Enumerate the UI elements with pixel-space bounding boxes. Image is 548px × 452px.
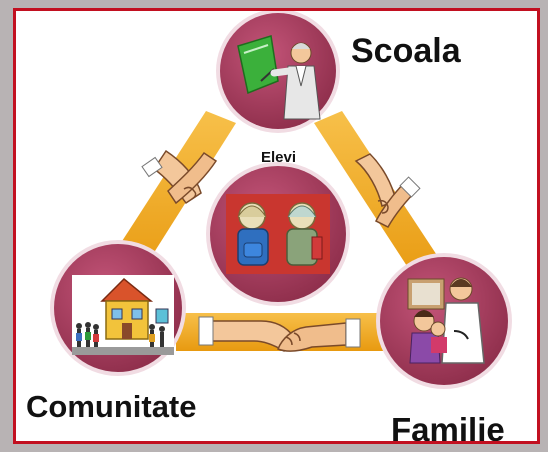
diagram-frame: Scoala Elevi Comunitate Familie [13, 8, 540, 444]
school-circle [216, 11, 340, 133]
teacher-at-board-icon [237, 35, 321, 120]
relationship-diagram [50, 11, 512, 389]
students-with-backpacks-icon [237, 202, 323, 266]
family-with-doctor-icon [407, 277, 485, 364]
handshake-icon [354, 153, 421, 228]
label-family: Familie [391, 411, 505, 444]
label-community: Comunitate [26, 389, 197, 424]
handshake-icon [141, 149, 218, 205]
family-circle [376, 253, 512, 389]
label-students: Elevi [261, 149, 297, 166]
house-with-people-icon [72, 277, 174, 355]
handshake-icon [198, 316, 361, 352]
community-circle [50, 240, 186, 376]
students-circle [206, 162, 350, 306]
label-school: Scoala [351, 32, 461, 70]
